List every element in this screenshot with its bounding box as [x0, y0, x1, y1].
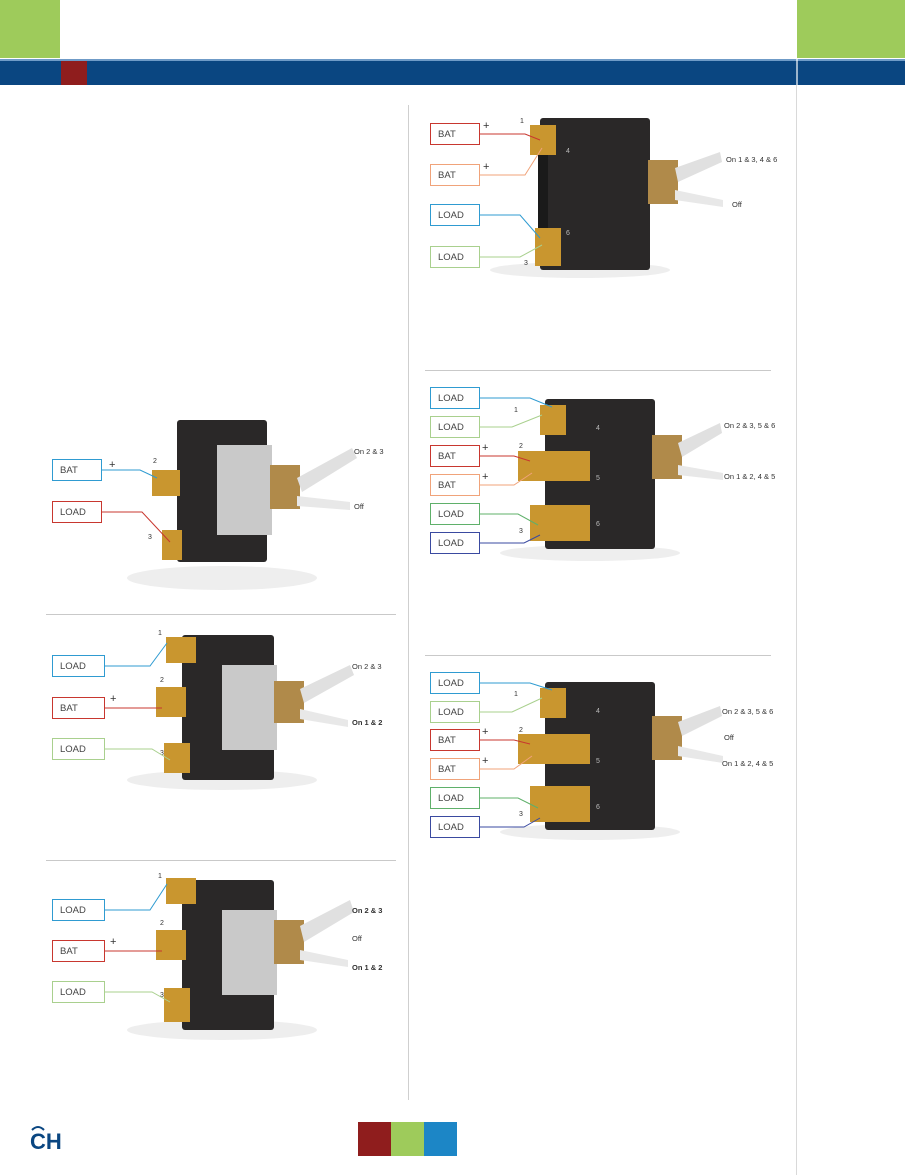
- wire-label: LOAD: [52, 501, 102, 523]
- position-label: On 2 & 3: [352, 906, 383, 915]
- terminal-number: 3: [519, 528, 523, 535]
- wire-label: LOAD: [430, 701, 480, 723]
- position-label: On 1 & 2, 4 & 5: [724, 472, 776, 481]
- color-swatch-red: [358, 1122, 391, 1156]
- polarity-sign: +: [482, 726, 489, 738]
- wire-label: BAT: [430, 729, 480, 751]
- terminal-number: 3: [160, 750, 164, 757]
- position-label: On 2 & 3: [352, 662, 382, 671]
- terminal-number: 6: [566, 230, 570, 237]
- terminal-number: 6: [596, 521, 600, 528]
- position-label: Off: [352, 934, 362, 943]
- wire-label: LOAD: [430, 246, 480, 268]
- company-logo: CH: [26, 1124, 76, 1154]
- header-accent-right: [797, 0, 905, 58]
- polarity-sign: +: [482, 755, 489, 767]
- terminal-number: 1: [514, 407, 518, 414]
- terminal-number: 2: [160, 920, 164, 927]
- wire-label: BAT: [430, 474, 480, 496]
- wire-label: LOAD: [430, 387, 480, 409]
- terminal-number: 1: [514, 691, 518, 698]
- position-label: On 1 & 3, 4 & 6: [726, 155, 778, 164]
- position-label: On 2 & 3, 5 & 6: [724, 421, 776, 430]
- header-divider: [796, 59, 798, 85]
- terminal-number: 3: [148, 534, 152, 541]
- wire-label: LOAD: [52, 899, 105, 921]
- terminal-number: 5: [596, 758, 600, 765]
- position-label: On 2 & 3: [354, 447, 384, 456]
- svg-text:CH: CH: [30, 1129, 62, 1154]
- terminal-number: 3: [160, 992, 164, 999]
- position-label: On 1 & 2, 4 & 5: [722, 759, 774, 768]
- toggle-switch-image: [500, 682, 723, 840]
- position-label: On 1 & 2: [352, 963, 383, 972]
- terminal-number: 3: [519, 811, 523, 818]
- terminal-number: 6: [596, 804, 600, 811]
- section-rule: [46, 614, 396, 615]
- toggle-switch-image: [127, 878, 354, 1040]
- terminal-number: 1: [158, 873, 162, 880]
- terminal-number: 1: [520, 118, 524, 125]
- position-label: Off: [354, 502, 364, 511]
- wire-label: LOAD: [52, 981, 105, 1003]
- polarity-sign: +: [483, 120, 490, 132]
- terminal-number: 4: [566, 148, 570, 155]
- terminal-number: 1: [158, 630, 162, 637]
- wiring-diagram-dpst-on-off: BAT BAT LOAD LOAD + + 1 3 4 6 On 1 & 3, …: [430, 110, 790, 280]
- wire-label: LOAD: [430, 532, 480, 554]
- polarity-sign: +: [483, 161, 490, 173]
- header-red-block: [61, 61, 87, 85]
- toggle-switch-image: [127, 635, 354, 790]
- terminal-number: 4: [596, 708, 600, 715]
- wire-label: LOAD: [52, 738, 105, 760]
- wire-label: BAT: [52, 940, 105, 962]
- polarity-sign: +: [110, 693, 117, 705]
- terminal-number: 2: [519, 443, 523, 450]
- terminal-number: 3: [524, 260, 528, 267]
- wire-label: BAT: [430, 164, 480, 186]
- toggle-switch-image: [500, 399, 723, 561]
- wire-label: LOAD: [430, 204, 480, 226]
- wiring-diagram-spdt-on-off-on: LOAD BAT LOAD + 1 2 3 On 2 & 3 Off On 1 …: [52, 870, 402, 1050]
- wiring-diagram-spst-on-off: BAT LOAD + 2 3 On 2 & 3 Off: [52, 410, 402, 600]
- wire-label: BAT: [52, 459, 102, 481]
- wiring-diagram-dpdt-on-off-on: LOAD LOAD BAT BAT LOAD LOAD + + 1 2 3 4 …: [430, 670, 790, 845]
- polarity-sign: +: [482, 442, 489, 454]
- wire-label: LOAD: [430, 816, 480, 838]
- wire-label: LOAD: [430, 416, 480, 438]
- wire-label: LOAD: [430, 672, 480, 694]
- section-rule: [425, 655, 771, 656]
- wiring-diagram-spdt-on-on: LOAD BAT LOAD + 1 2 3 On 2 & 3 On 1 & 2: [52, 625, 402, 805]
- terminal-number: 2: [153, 458, 157, 465]
- terminal-number: 2: [160, 677, 164, 684]
- color-swatch-green: [391, 1122, 424, 1156]
- wire-label: LOAD: [430, 787, 480, 809]
- position-label: On 1 & 2: [352, 718, 383, 727]
- right-margin-rule: [796, 85, 797, 1175]
- position-label: Off: [732, 200, 742, 209]
- color-swatch-blue: [424, 1122, 457, 1156]
- terminal-number: 2: [519, 727, 523, 734]
- terminal-number: 5: [596, 475, 600, 482]
- section-rule: [425, 370, 771, 371]
- header-bar: [0, 59, 905, 85]
- terminal-number: 4: [596, 425, 600, 432]
- wiring-diagram-dpdt-on-on: LOAD LOAD BAT BAT LOAD LOAD + + 1 2 3 4 …: [430, 385, 790, 565]
- section-rule: [46, 860, 396, 861]
- position-label: On 2 & 3, 5 & 6: [722, 707, 774, 716]
- polarity-sign: +: [482, 471, 489, 483]
- wire-label: BAT: [430, 445, 480, 467]
- wire-label: LOAD: [430, 503, 480, 525]
- position-label: Off: [724, 733, 734, 742]
- wire-label: BAT: [430, 758, 480, 780]
- wire-label: BAT: [430, 123, 480, 145]
- wire-label: BAT: [52, 697, 105, 719]
- polarity-sign: +: [109, 459, 116, 471]
- wire-label: LOAD: [52, 655, 105, 677]
- column-divider: [408, 105, 409, 1100]
- polarity-sign: +: [110, 936, 117, 948]
- toggle-switch-image: [490, 118, 723, 278]
- toggle-switch-image: [127, 420, 357, 590]
- header-accent-left: [0, 0, 60, 58]
